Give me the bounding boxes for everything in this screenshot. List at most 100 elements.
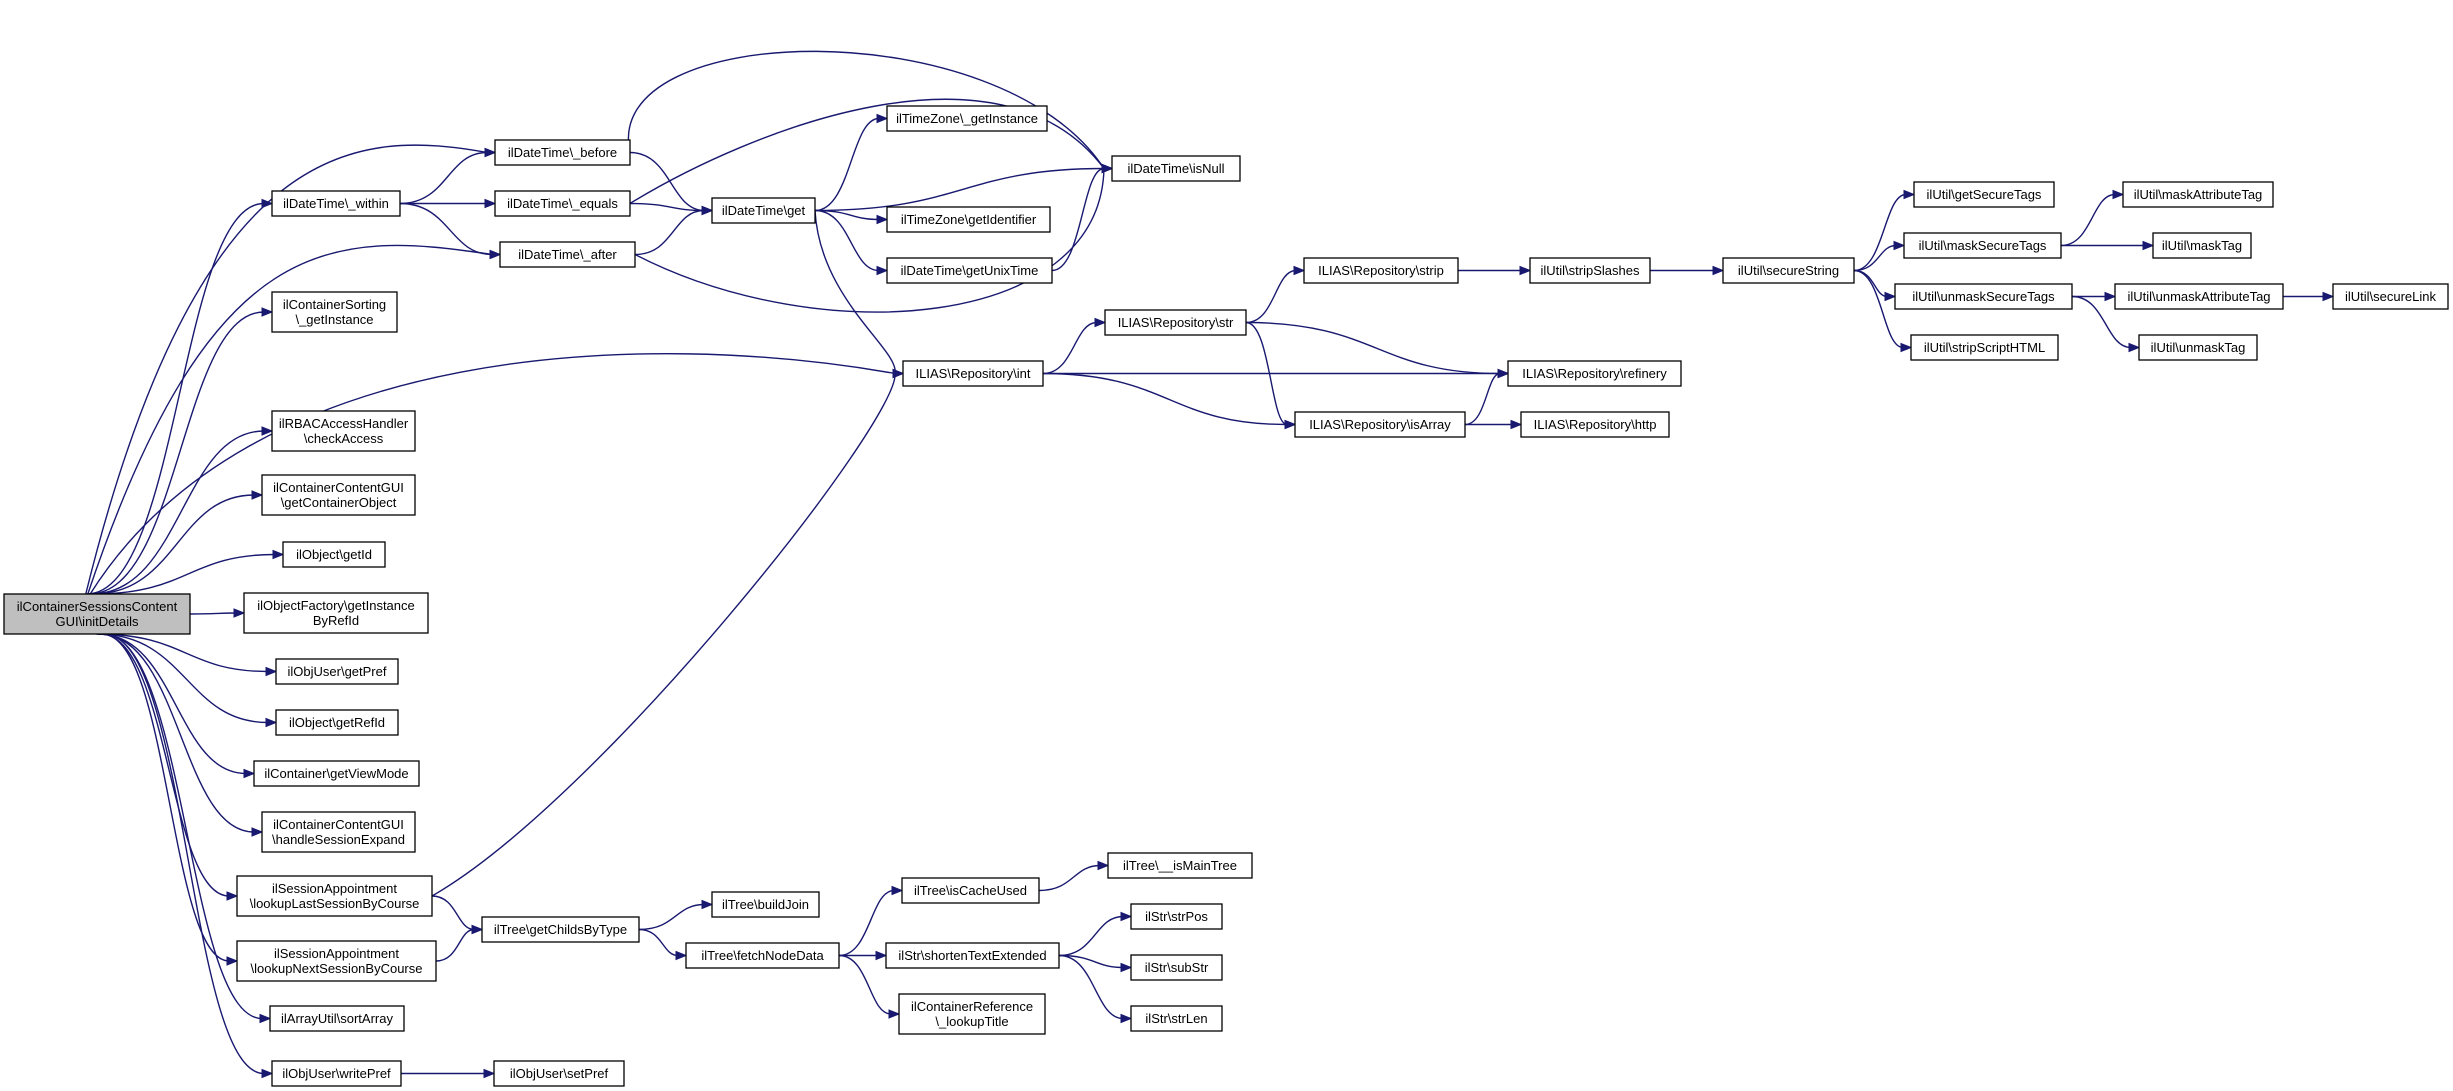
node-box	[1111, 155, 1241, 182]
node-masktag[interactable]: ilUtil\maskTag	[2152, 232, 2252, 259]
node-http[interactable]: ILIAS\Repository\http	[1520, 411, 1670, 438]
node-setpref[interactable]: ilObjUser\setPref	[493, 1060, 625, 1087]
node-sessionexpand[interactable]: ilContainerContentGUI\handleSessionExpan…	[261, 811, 416, 853]
edge-dtget-to-tzid	[814, 209, 889, 225]
node-fetchnode[interactable]: ilTree\fetchNodeData	[685, 942, 840, 969]
node-maintree[interactable]: ilTree\__isMainTree	[1107, 852, 1253, 879]
edge-line	[838, 889, 895, 957]
node-tzid[interactable]: ilTimeZone\getIdentifier	[886, 206, 1051, 233]
node-box	[2114, 283, 2284, 310]
arrowhead-icon	[1120, 1013, 1133, 1024]
node-getpref[interactable]: ilObjUser\getPref	[275, 658, 399, 685]
edge-dtget-to-tzinst	[814, 113, 889, 212]
node-lookuptitle[interactable]: ilContainerReference\_lookupTitle	[898, 993, 1046, 1035]
arrowhead-icon	[489, 249, 502, 260]
node-box	[271, 190, 401, 217]
arrowhead-icon	[876, 113, 889, 124]
arrowhead-icon	[1519, 265, 1532, 276]
node-maskattr[interactable]: ilUtil\maskAttributeTag	[2122, 181, 2274, 208]
node-strlen[interactable]: ilStr\strLen	[1130, 1005, 1223, 1032]
arrowhead-icon	[484, 198, 497, 209]
node-repostrip[interactable]: ILIAS\Repository\strip	[1303, 257, 1459, 284]
edge-line	[1853, 269, 1904, 349]
node-childsbytype[interactable]: ilTree\getChildsByType	[481, 916, 640, 943]
node-masksecuretags[interactable]: ilUtil\maskSecureTags	[1903, 232, 2062, 259]
edge-line	[1245, 321, 1288, 426]
node-getid[interactable]: ilObject\getId	[282, 541, 386, 568]
edge-equals-to-dtget	[629, 202, 714, 216]
node-viewmode[interactable]: ilContainer\getViewMode	[253, 760, 420, 787]
node-box	[275, 658, 399, 685]
node-isnull[interactable]: ilDateTime\isNull	[1111, 155, 1241, 182]
node-after[interactable]: ilDateTime\_after	[499, 241, 636, 268]
arrowhead-icon	[1120, 911, 1133, 922]
node-dtget[interactable]: ilDateTime\get	[711, 197, 816, 224]
edge-line	[91, 430, 265, 595]
edge-line	[2060, 193, 2116, 247]
node-unmasktag[interactable]: ilUtil\unmaskTag	[2138, 334, 2258, 361]
node-stripscript[interactable]: ilUtil\stripScriptHTML	[1910, 334, 2059, 361]
arrowhead-icon	[675, 950, 688, 961]
node-tzinst[interactable]: ilTimeZone\_getInstance	[886, 105, 1048, 132]
node-repostr[interactable]: ILIAS\Repository\str	[1104, 309, 1247, 336]
node-unix[interactable]: ilDateTime\getUnixTime	[886, 257, 1053, 284]
node-getcontainerobject[interactable]: ilContainerContentGUI\getContainerObject	[261, 474, 416, 516]
edges-layer	[85, 50, 2335, 1079]
node-unmasksecuretags[interactable]: ilUtil\unmaskSecureTags	[1894, 283, 2073, 310]
edge-line	[838, 954, 892, 1015]
arrowhead-icon	[471, 924, 484, 935]
node-label: \_getInstance	[295, 312, 373, 327]
node-stripslashes[interactable]: ilUtil\stripSlashes	[1529, 257, 1651, 284]
node-rbac[interactable]: ilRBACAccessHandler\checkAccess	[271, 410, 416, 452]
node-label: ilSessionAppointment	[274, 946, 399, 961]
arrowhead-icon	[892, 368, 905, 379]
edge-shorten-to-substr	[1058, 954, 1133, 973]
edge-line	[98, 633, 247, 775]
node-isarray[interactable]: ILIAS\Repository\isArray	[1294, 411, 1466, 438]
node-substr[interactable]: ilStr\subStr	[1130, 954, 1223, 981]
node-label: ilTree\fetchNodeData	[701, 948, 824, 963]
node-shorten[interactable]: ilStr\shortenTextExtended	[885, 942, 1060, 969]
node-within[interactable]: ilDateTime\_within	[271, 190, 401, 217]
node-securelink[interactable]: ilUtil\secureLink	[2332, 283, 2449, 310]
node-label: ilSessionAppointment	[272, 881, 397, 896]
node-strpos[interactable]: ilStr\strPos	[1130, 903, 1223, 930]
node-box	[2152, 232, 2252, 259]
edge-line	[86, 202, 265, 595]
node-getrefid[interactable]: ilObject\getRefId	[275, 709, 399, 736]
edge-line	[814, 167, 1105, 212]
node-cacheused[interactable]: ilTree\isCacheUsed	[901, 877, 1040, 904]
arrowhead-icon	[265, 666, 278, 677]
node-sortarray[interactable]: ilArrayUtil\sortArray	[269, 1005, 405, 1032]
node-writepref[interactable]: ilObjUser\writePref	[271, 1060, 402, 1087]
node-before[interactable]: ilDateTime\_before	[494, 139, 631, 166]
node-getsecuretags[interactable]: ilUtil\getSecureTags	[1913, 181, 2055, 208]
edge-isarray-to-http	[1464, 419, 1523, 430]
node-unmaskattr[interactable]: ilUtil\unmaskAttributeTag	[2114, 283, 2284, 310]
node-box	[886, 105, 1048, 132]
node-repoint[interactable]: ILIAS\Repository\int	[902, 360, 1044, 387]
edge-line	[189, 612, 237, 615]
node-sortinst[interactable]: ilContainerSorting\_getInstance	[271, 291, 398, 333]
edge-root-to-lastsession	[100, 633, 239, 901]
edge-line	[100, 633, 230, 897]
edge-line	[1245, 321, 1501, 375]
edge-repoint-to-refinery	[1043, 368, 1510, 379]
node-equals[interactable]: ilDateTime\_equals	[494, 190, 631, 217]
edge-securestring-to-stripscript	[1853, 269, 1913, 353]
node-label: ilUtil\stripSlashes	[1541, 263, 1640, 278]
node-refinery[interactable]: ILIAS\Repository\refinery	[1507, 360, 1682, 387]
edge-line	[1853, 244, 1897, 272]
edge-childsbytype-to-fetchnode	[638, 928, 688, 961]
edge-root-to-sortinst	[88, 307, 274, 595]
edge-line	[814, 209, 880, 272]
node-label: ILIAS\Repository\refinery	[1522, 366, 1667, 381]
node-root[interactable]: ilContainerSessionsContentGUI\initDetail…	[3, 593, 191, 635]
node-lastsession[interactable]: ilSessionAppointment\lookupLastSessionBy…	[236, 875, 433, 917]
node-buildjoin[interactable]: ilTree\buildJoin	[711, 891, 820, 918]
node-nextsession[interactable]: ilSessionAppointment\lookupNextSessionBy…	[236, 940, 437, 982]
node-box	[1130, 954, 1223, 981]
node-securestring[interactable]: ilUtil\secureString	[1722, 257, 1855, 284]
edge-line	[1058, 954, 1124, 969]
